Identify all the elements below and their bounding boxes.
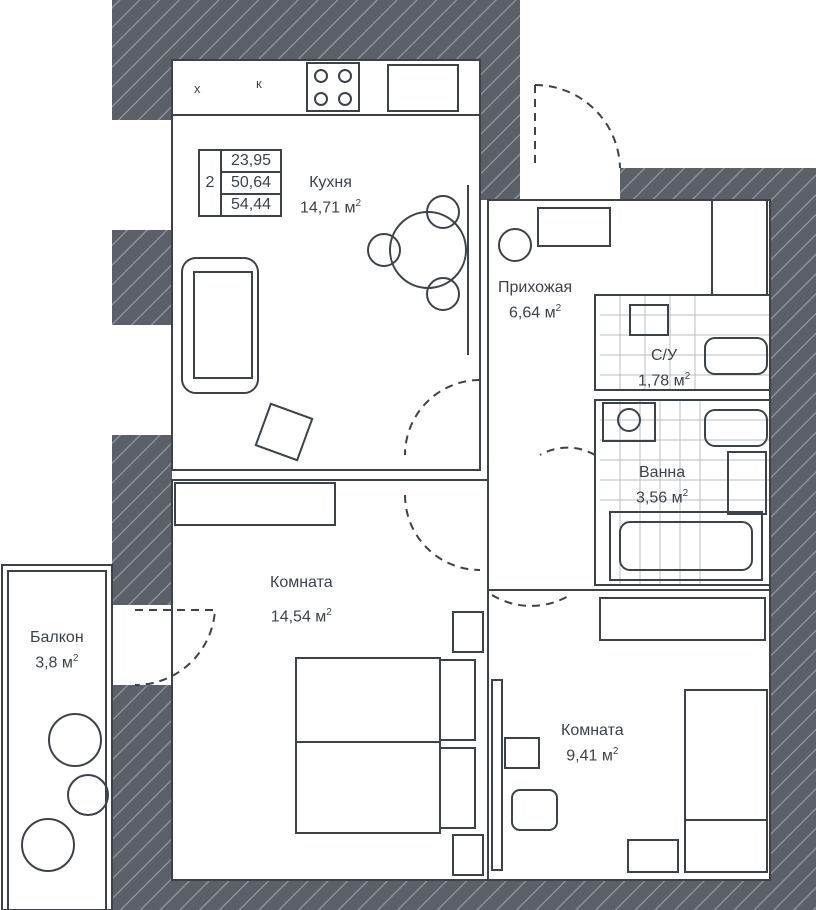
room-label-kitchen: Кухня 14,71 м2 [300, 174, 362, 217]
area-table: 2 23,95 50,64 54,44 [198, 149, 282, 217]
unit: м [601, 747, 613, 765]
room-area: 14,71 [300, 199, 341, 217]
room-label-room-1: Комната 14,54 м2 [270, 568, 333, 632]
room-name: Комната [561, 722, 624, 739]
room-area: 1,78 [638, 372, 670, 390]
room-label-hallway: Прихожая 6,64 м2 [498, 279, 573, 322]
mark-x: х [194, 81, 201, 96]
room-name: Кухня [309, 174, 352, 191]
unit: м [544, 304, 556, 322]
room-name: Ванна [639, 464, 686, 481]
watermark-subtitle: недвижимость [609, 60, 719, 72]
rooms-count: 2 [200, 151, 222, 215]
room-name: Балкон [30, 629, 84, 646]
room-label-room-2: Комната 9,41 м2 [561, 722, 624, 765]
room-name: С/У [650, 347, 678, 364]
room-label-bathroom: Ванна 3,56 м2 [636, 464, 689, 507]
room-area: 9,41 [566, 747, 598, 765]
living-area: 23,95 [230, 152, 272, 169]
room-area: 3,56 [636, 489, 668, 507]
room-label-wc: С/У 1,78 м2 [638, 347, 691, 390]
walls [112, 0, 816, 910]
unit: м [344, 199, 356, 217]
room-area: 6,64 [508, 304, 541, 322]
room-name: Прихожая [498, 279, 573, 296]
watermark-logo: ONREALT недвижимость [565, 26, 764, 72]
unit: м [673, 372, 685, 390]
total-area-with-balcony: 54,44 [222, 193, 280, 215]
room-area: 3,8 [35, 654, 58, 672]
room-label-balcony: Балкон 3,8 м2 [30, 629, 84, 672]
unit: м [671, 489, 683, 507]
unit: м [61, 654, 73, 672]
mark-k: к [256, 76, 262, 91]
room-area: 14,54 [270, 608, 311, 626]
room-name: Комната [270, 574, 333, 591]
total-area: 50,64 [222, 171, 280, 193]
watermark-title: ONREALT [607, 26, 764, 59]
unit: м [315, 608, 327, 626]
